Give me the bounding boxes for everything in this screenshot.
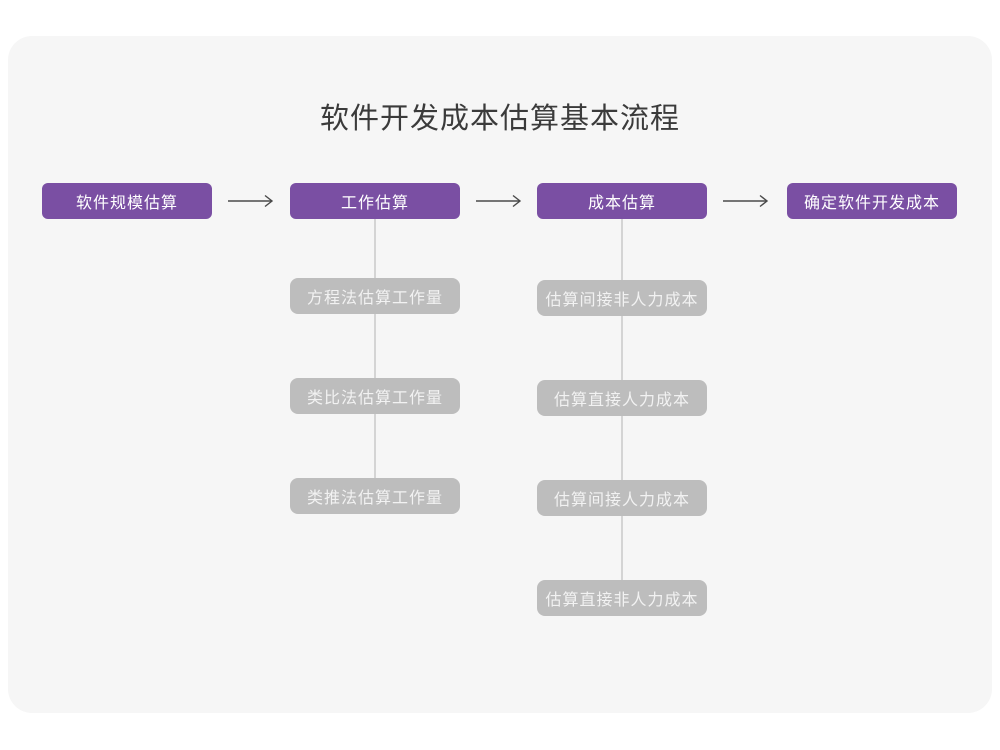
node-work-estimation: 工作估算 <box>290 183 460 219</box>
node-direct-labor-cost: 估算直接人力成本 <box>537 380 707 416</box>
connector-line-work-estimation <box>374 219 376 497</box>
node-determine-software-dev-cost: 确定软件开发成本 <box>787 183 957 219</box>
node-software-scale-estimation: 软件规模估算 <box>42 183 212 219</box>
node-analogy-method-workload: 类比法估算工作量 <box>290 378 460 414</box>
node-cost-estimation: 成本估算 <box>537 183 707 219</box>
diagram-card <box>8 36 992 713</box>
flow-arrow-icon <box>722 194 770 208</box>
node-indirect-labor-cost: 估算间接人力成本 <box>537 480 707 516</box>
node-indirect-non-labor-cost: 估算间接非人力成本 <box>537 280 707 316</box>
node-direct-non-labor-cost: 估算直接非人力成本 <box>537 580 707 616</box>
flow-arrow-icon <box>227 194 275 208</box>
flow-arrow-icon <box>475 194 523 208</box>
node-equation-method-workload: 方程法估算工作量 <box>290 278 460 314</box>
node-extrapolation-method-workload: 类推法估算工作量 <box>290 478 460 514</box>
page-title: 软件开发成本估算基本流程 <box>319 103 680 135</box>
